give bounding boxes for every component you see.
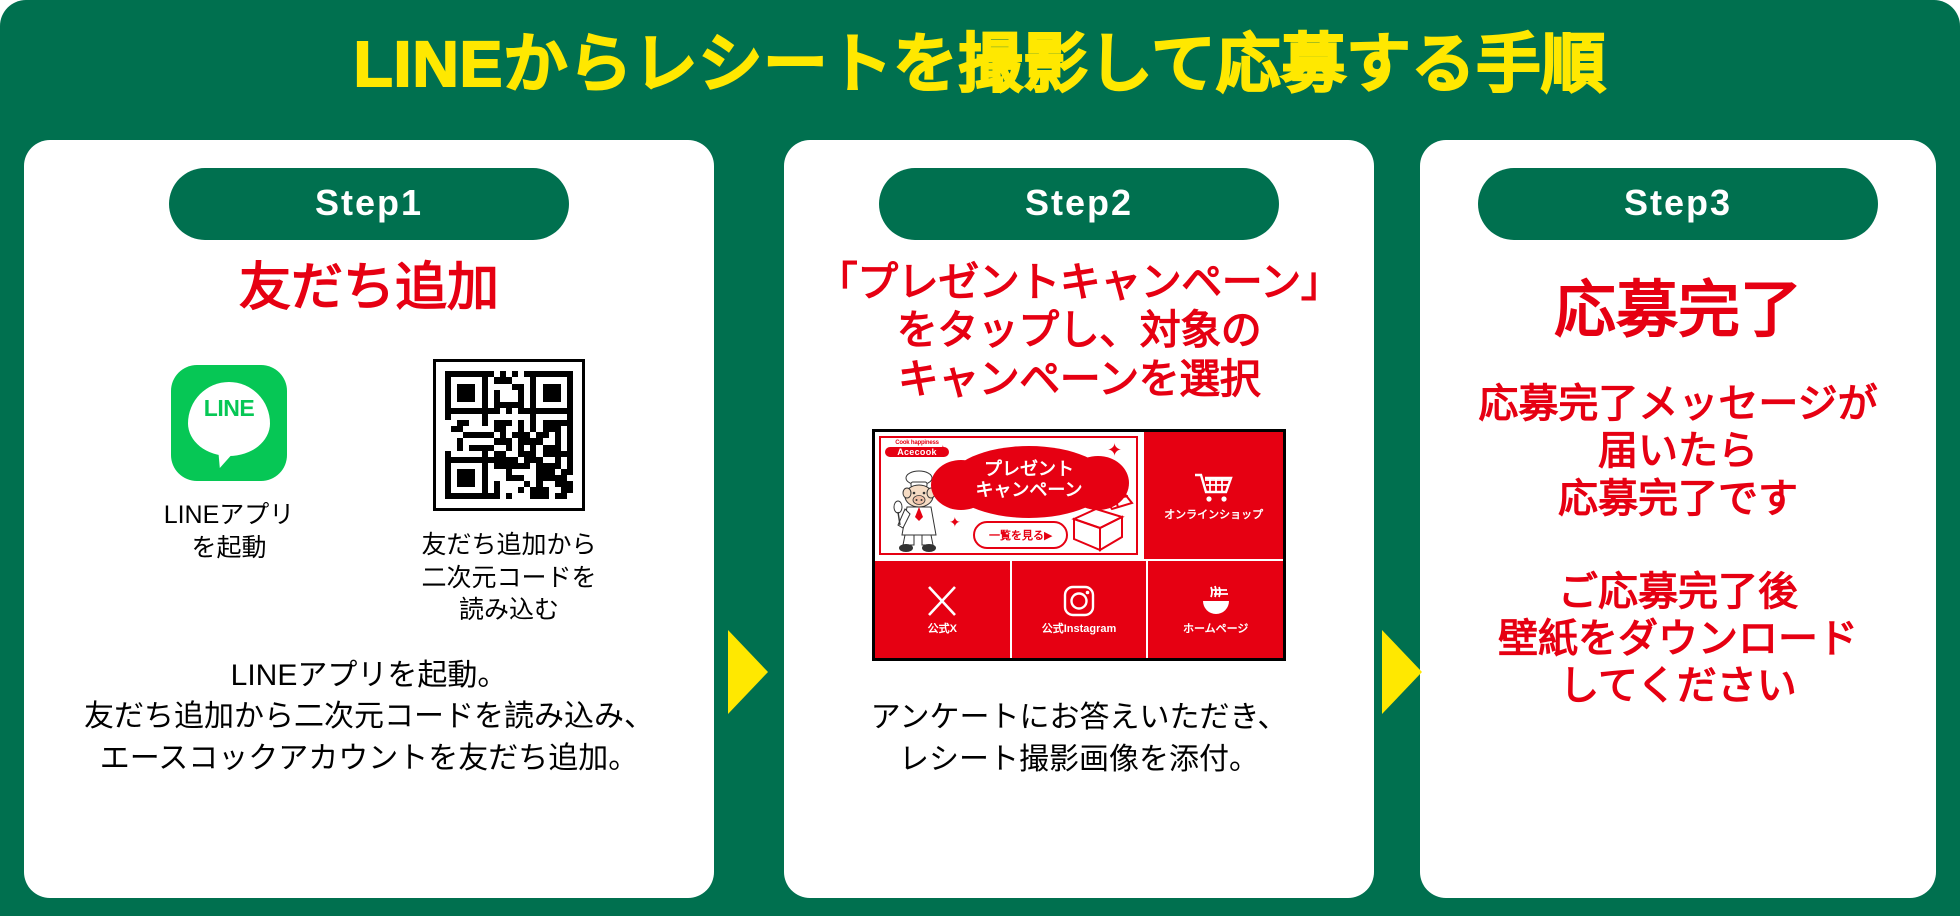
qr-code-modules — [445, 371, 573, 500]
rich-menu-bottom-row: 公式X 公式Instagram — [875, 558, 1284, 659]
tile-label: 公式Instagram — [1041, 622, 1117, 635]
x-twitter-icon — [928, 586, 957, 616]
tile-label: 公式X — [927, 622, 957, 635]
sparkle-icon: ✦ — [949, 513, 961, 530]
step-card-2: Step2 「プレゼントキャンペーン」 をタップし、対象の キャンペーンを選択 … — [784, 140, 1374, 898]
line-app-caption: LINEアプリ を起動 — [163, 501, 295, 562]
acecook-logo: Cook happiness Acecook — [885, 440, 949, 458]
line-logo-text: LINE — [203, 395, 255, 422]
arrow-right-triangle — [1382, 630, 1422, 714]
line-bubble-shape — [188, 382, 270, 457]
step3-body-text-1: 応募完了メッセージが 届いたら 応募完了です — [1478, 382, 1878, 521]
step-badge-1: Step1 — [169, 168, 569, 240]
line-rich-menu-mock: Cook happiness Acecook — [872, 429, 1286, 662]
step-badge-2: Step2 — [879, 168, 1279, 240]
rich-menu-tile-instagram[interactable]: 公式Instagram — [1011, 560, 1149, 659]
line-app-icon: LINE — [171, 365, 287, 482]
noodle-bowl-icon — [1202, 585, 1229, 614]
campaign-blob-text: プレゼント キャンペーン — [975, 459, 1083, 501]
line-app-column: LINE LINEアプリ を起動 — [134, 359, 324, 564]
view-list-button[interactable]: 一覧を見る▶ — [973, 520, 1069, 549]
step-card-3: Step3 応募完了 応募完了メッセージが 届いたら 応募完了です ご応募完了後… — [1420, 140, 1936, 898]
step2-body-text: アンケートにお答えいただき、 レシート撮影画像を添付。 — [870, 701, 1288, 776]
qr-code-caption: 友だち追加から 二次元コードを 読み込む — [421, 531, 597, 625]
qr-code-icon — [433, 359, 585, 512]
arrow-right-triangle — [728, 630, 768, 714]
step1-icon-row: LINE LINEアプリ を起動 友だち追加から 二次元コードを 読み込む — [24, 359, 714, 627]
gift-box-icon — [1071, 491, 1134, 552]
step-badge-3: Step3 — [1478, 168, 1878, 240]
poster-title-bar: LINEからレシートを撮影して応募する手順 — [0, 8, 1960, 120]
step-heading-3: 応募完了 — [1553, 276, 1802, 345]
step3-body-text-2: ご応募完了後 壁紙をダウンロード してください — [1498, 569, 1858, 709]
step1-body-text: LINEアプリを起動。 友だち追加から二次元コードを読み込み、 エースコックアカ… — [84, 658, 654, 775]
brand-tagline: Cook happiness — [895, 440, 939, 447]
rich-menu-tile-homepage[interactable]: ホームページ — [1148, 560, 1284, 659]
rich-menu-tile-x[interactable]: 公式X — [875, 560, 1012, 659]
present-campaign-banner[interactable]: Cook happiness Acecook — [875, 432, 1145, 559]
sparkle-icon: ✦ — [937, 442, 949, 459]
steps-container: Step1 友だち追加 LINE LINEアプリ を起動 友だち追加から 二次元… — [0, 140, 1960, 898]
step-heading-2: 「プレゼントキャンペーン」 をタップし、対象の キャンペーンを選択 — [816, 259, 1342, 402]
step-heading-1: 友だち追加 — [238, 259, 499, 317]
instagram-icon — [1063, 585, 1095, 617]
tile-label: オンラインショップ — [1164, 508, 1264, 521]
page-title: LINEからレシートを撮影して応募する手順 — [353, 28, 1607, 100]
sparkle-icon: ✦ — [967, 499, 976, 511]
shopping-cart-icon — [1194, 473, 1233, 502]
campaign-blob — [931, 446, 1129, 519]
brand-name: Acecook — [885, 447, 949, 458]
line-bubble-tail — [212, 441, 241, 472]
pig-chef-mascot — [893, 470, 937, 552]
sparkle-icon: ✦ — [1107, 440, 1123, 461]
banner-border — [879, 436, 1139, 555]
tile-label: ホームページ — [1182, 622, 1249, 635]
rich-menu-tile-online-shop[interactable]: オンラインショップ — [1144, 432, 1283, 559]
step-card-1: Step1 友だち追加 LINE LINEアプリ を起動 友だち追加から 二次元… — [24, 140, 714, 898]
qr-code-column: 友だち追加から 二次元コードを 読み込む — [414, 359, 604, 627]
rich-menu-top-row: Cook happiness Acecook — [875, 432, 1283, 559]
